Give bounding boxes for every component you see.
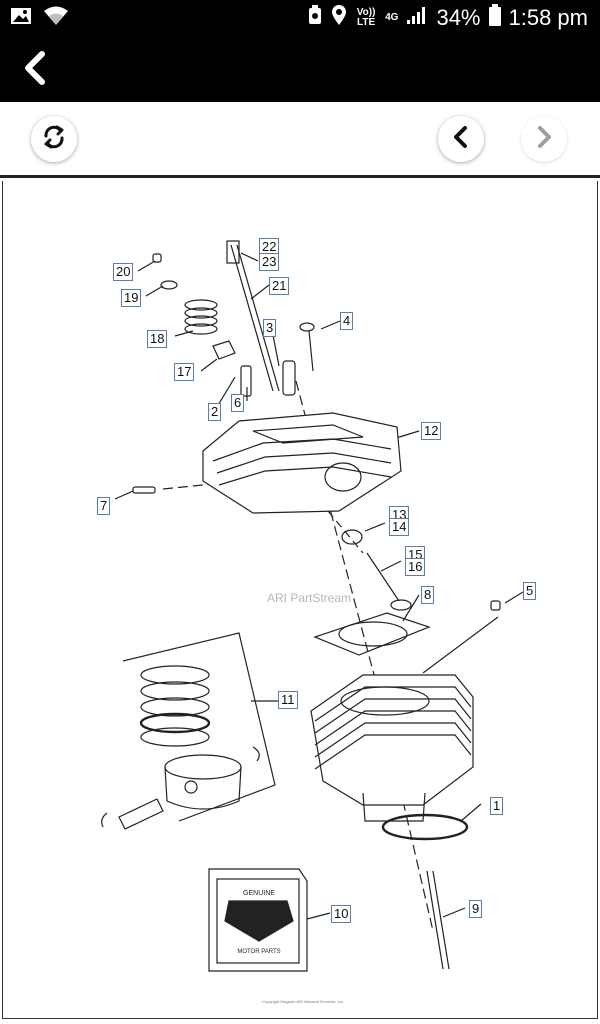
diagram-toolbar — [0, 102, 600, 178]
callout-10[interactable]: 10 — [331, 905, 352, 923]
callout-5[interactable]: 5 — [523, 582, 537, 600]
callout-2[interactable]: 2 — [208, 403, 222, 421]
network-type-label: 4G — [385, 11, 399, 23]
callout-11[interactable]: 11 — [278, 691, 298, 709]
callout-6[interactable]: 6 — [231, 394, 245, 412]
gallery-icon — [10, 6, 32, 31]
watermark: ARI PartStream — [267, 591, 352, 605]
next-page-button[interactable] — [521, 116, 567, 162]
callout-3[interactable]: 3 — [263, 319, 277, 337]
callout-23[interactable]: 23 — [259, 253, 280, 271]
parts-diagram-viewer[interactable]: GENUINE MOTOR PARTS 20 19 22 23 21 3 4 1… — [0, 181, 600, 1024]
callout-22[interactable]: 22 — [259, 238, 280, 256]
callout-9[interactable]: 9 — [469, 900, 483, 918]
volte-label: Vo)) LTE — [356, 6, 376, 28]
copyright-fine-print: Copyright Diagram ARI Network Services, … — [262, 999, 344, 1004]
callout-20[interactable]: 20 — [113, 263, 134, 281]
clock: 1:58 pm — [508, 4, 589, 30]
callout-12[interactable]: 12 — [421, 422, 442, 440]
callout-14[interactable]: 14 — [389, 518, 410, 536]
chevron-left-icon — [451, 125, 471, 154]
app-bar — [0, 38, 600, 102]
svg-text:GENUINE: GENUINE — [243, 890, 275, 897]
callout-4[interactable]: 4 — [340, 312, 354, 330]
location-icon — [331, 4, 347, 31]
exploded-engine-diagram: GENUINE MOTOR PARTS — [101, 240, 524, 972]
back-button[interactable] — [14, 50, 54, 90]
refresh-icon — [40, 123, 68, 156]
battery-icon — [488, 4, 501, 31]
status-right: Vo)) LTE 4G 34% 1:58 pm — [307, 4, 588, 31]
callout-18[interactable]: 18 — [147, 330, 168, 348]
callout-16[interactable]: 16 — [405, 558, 426, 576]
status-bar: Vo)) LTE 4G 34% 1:58 pm — [0, 0, 600, 38]
callout-8[interactable]: 8 — [421, 586, 435, 604]
signal-icon — [406, 5, 428, 30]
recycle-icon — [307, 4, 323, 31]
callout-17[interactable]: 17 — [174, 363, 195, 381]
callout-21[interactable]: 21 — [269, 277, 290, 295]
wifi-icon — [44, 6, 68, 31]
callout-1[interactable]: 1 — [490, 797, 504, 815]
callout-7[interactable]: 7 — [97, 497, 111, 515]
chevron-left-icon — [20, 50, 48, 90]
svg-text:MOTOR PARTS: MOTOR PARTS — [237, 949, 280, 955]
refresh-button[interactable] — [31, 116, 77, 162]
chevron-right-icon — [534, 125, 554, 154]
diagram-frame: GENUINE MOTOR PARTS 20 19 22 23 21 3 4 1… — [2, 181, 598, 1019]
status-left — [10, 6, 68, 31]
battery-percent: 34% — [436, 4, 481, 30]
previous-page-button[interactable] — [438, 116, 484, 162]
callout-19[interactable]: 19 — [121, 289, 142, 307]
